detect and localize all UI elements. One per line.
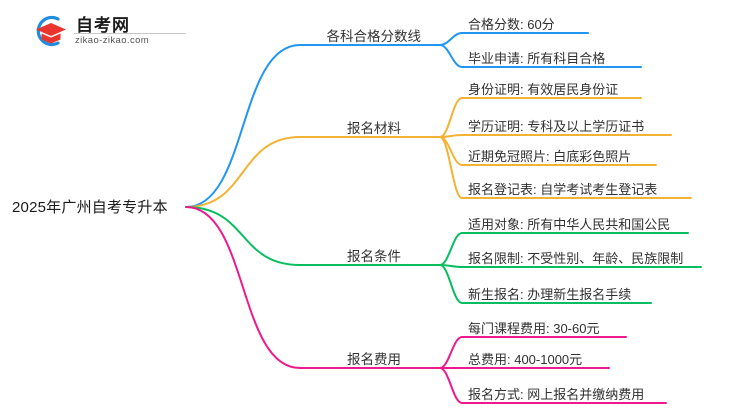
leaf-label-3-0: 每门课程费用: 30-60元: [468, 321, 600, 336]
branch-label-0: 各科合格分数线: [326, 29, 422, 44]
branch-label-2: 报名条件: [347, 249, 401, 264]
graduation-cap-icon: [28, 12, 70, 50]
leaf-connector-1-1: [439, 134, 672, 138]
leaf-label-1-2: 近期免冠照片: 白底彩色照片: [468, 149, 632, 164]
leaf-connector-2-2: [439, 264, 652, 304]
logo-domain: zikao-zikao.com: [75, 35, 150, 46]
leaf-label-2-2: 新生报名: 办理新生报名手续: [468, 287, 632, 302]
branch-label-3: 报名费用: [347, 352, 401, 367]
leaf-connector-3-2: [439, 367, 667, 404]
branch-label-1: 报名材料: [347, 121, 401, 136]
leaf-label-0-1: 毕业申请: 所有科目合格: [468, 51, 606, 66]
leaf-label-1-0: 身份证明: 有效居民身份证: [468, 82, 619, 97]
leaf-connector-1-3: [439, 136, 692, 199]
logo-title: 自考网: [76, 16, 130, 35]
leaf-connector-3-0: [439, 336, 627, 369]
leaf-connector-0-1: [439, 44, 642, 68]
leaf-label-3-2: 报名方式: 网上报名并缴纳费用: [468, 387, 645, 402]
leaf-label-3-1: 总费用: 400-1000元: [468, 352, 583, 367]
branch-trunk-1: [185, 136, 441, 208]
leaf-label-2-0: 适用对象: 所有中华人民共和国公民: [468, 217, 671, 232]
branch-trunk-0: [185, 44, 441, 208]
leaf-connector-2-0: [439, 232, 689, 266]
leaf-label-0-0: 合格分数: 60分: [468, 17, 555, 32]
branch-trunk-2: [185, 206, 441, 266]
site-logo: 自考网 zikao-zikao.com: [28, 10, 188, 52]
leaf-connector-1-0: [439, 97, 642, 138]
leaf-label-1-1: 学历证明: 专科及以上学历证书: [468, 119, 645, 134]
branch-trunk-3: [185, 206, 441, 369]
leaf-connector-0-0: [439, 32, 589, 46]
leaf-label-2-1: 报名限制: 不受性别、年龄、民族限制: [468, 251, 684, 266]
root-node-label: 2025年广州自考专升本: [12, 199, 168, 216]
leaf-label-1-3: 报名登记表: 自学考试考生登记表: [468, 182, 658, 197]
logo-text: 自考网 zikao-zikao.com: [74, 10, 190, 50]
logo-divider: [74, 33, 186, 34]
